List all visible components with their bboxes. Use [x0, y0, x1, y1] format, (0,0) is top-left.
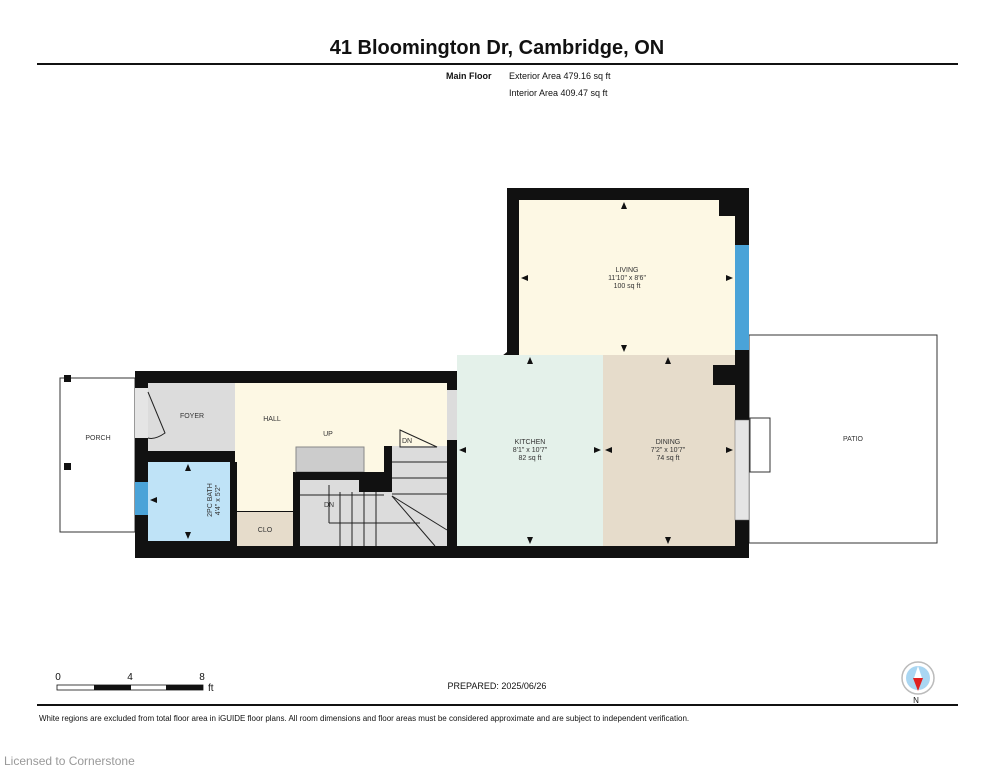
scale-unit: ft — [208, 683, 214, 694]
kitchen-label: KITCHEN — [515, 439, 546, 446]
interior-area: Interior Area 409.47 sq ft — [509, 88, 608, 98]
kitchen-area: 82 sq ft — [519, 455, 542, 462]
title-divider — [37, 63, 958, 65]
room-living — [519, 200, 735, 355]
bath-side-wall — [230, 462, 237, 546]
porch-outline — [59, 377, 136, 533]
footer-divider — [37, 704, 958, 706]
patio-door — [734, 419, 750, 521]
floor-name: Main Floor — [446, 71, 492, 81]
porch-label: PORCH — [85, 435, 110, 442]
room-kitchen — [457, 355, 603, 546]
opening — [447, 390, 457, 440]
dining-area: 74 sq ft — [657, 455, 680, 462]
room-bath — [148, 462, 230, 541]
wall-jog — [713, 365, 749, 385]
stair-divider — [384, 446, 392, 492]
room-foyer — [148, 383, 235, 451]
compass-icon — [901, 661, 935, 695]
bath-dims: 4'4" x 5'2" — [215, 484, 222, 515]
living-area: 100 sq ft — [614, 283, 641, 290]
bath-label: 2PC BATH — [207, 483, 214, 517]
wall-corner — [719, 200, 749, 216]
dining-label: DINING — [656, 439, 681, 446]
living-label: LIVING — [616, 267, 639, 274]
page-title: 41 Bloomington Dr, Cambridge, ON — [330, 37, 664, 59]
front-door-opening — [135, 388, 148, 438]
room-dining — [603, 355, 735, 546]
window-living — [735, 245, 749, 350]
exterior-area: Exterior Area 479.16 sq ft — [509, 71, 611, 81]
room-closet — [237, 512, 293, 546]
closet-label: CLO — [258, 527, 273, 534]
patio-step — [749, 417, 771, 473]
stairs-up — [295, 446, 365, 473]
stairs-upper — [384, 446, 447, 480]
dining-dims: 7'2" x 10'7" — [651, 447, 686, 454]
stairs-down-label-2: DN — [324, 502, 334, 509]
stair-divider — [359, 472, 384, 492]
prepared-date: PREPARED: 2025/06/26 — [448, 681, 547, 691]
scale-bar — [56, 684, 204, 691]
kitchen-dims: 8'1" x 10'7" — [513, 447, 548, 454]
stair-door-swing — [399, 429, 438, 448]
dimension-arrows — [150, 202, 733, 544]
front-door-swing — [147, 391, 166, 439]
hall-label: HALL — [263, 416, 281, 423]
living-dims: 11'10" x 8'6" — [608, 275, 646, 282]
porch-post — [64, 463, 71, 470]
stair-divider — [296, 472, 384, 480]
stair-treads — [300, 461, 448, 547]
room-kitchen-corner — [457, 355, 519, 383]
porch-post — [64, 375, 71, 382]
scale-tick-8: 8 — [199, 672, 205, 683]
license-watermark: Licensed to Cornerstone — [4, 754, 135, 768]
bath-wall — [148, 451, 235, 462]
scale-tick-4: 4 — [127, 672, 133, 683]
patio-label: PATIO — [843, 436, 864, 443]
window-bath — [135, 482, 148, 515]
stairs-down-label: DN — [402, 438, 412, 445]
foyer-label: FOYER — [180, 413, 204, 420]
compass-north-label: N — [913, 696, 919, 705]
disclaimer: White regions are excluded from total fl… — [39, 714, 689, 723]
stairs-up-label: UP — [323, 431, 333, 438]
stair-wall — [293, 472, 300, 546]
scale-tick-0: 0 — [55, 672, 61, 683]
